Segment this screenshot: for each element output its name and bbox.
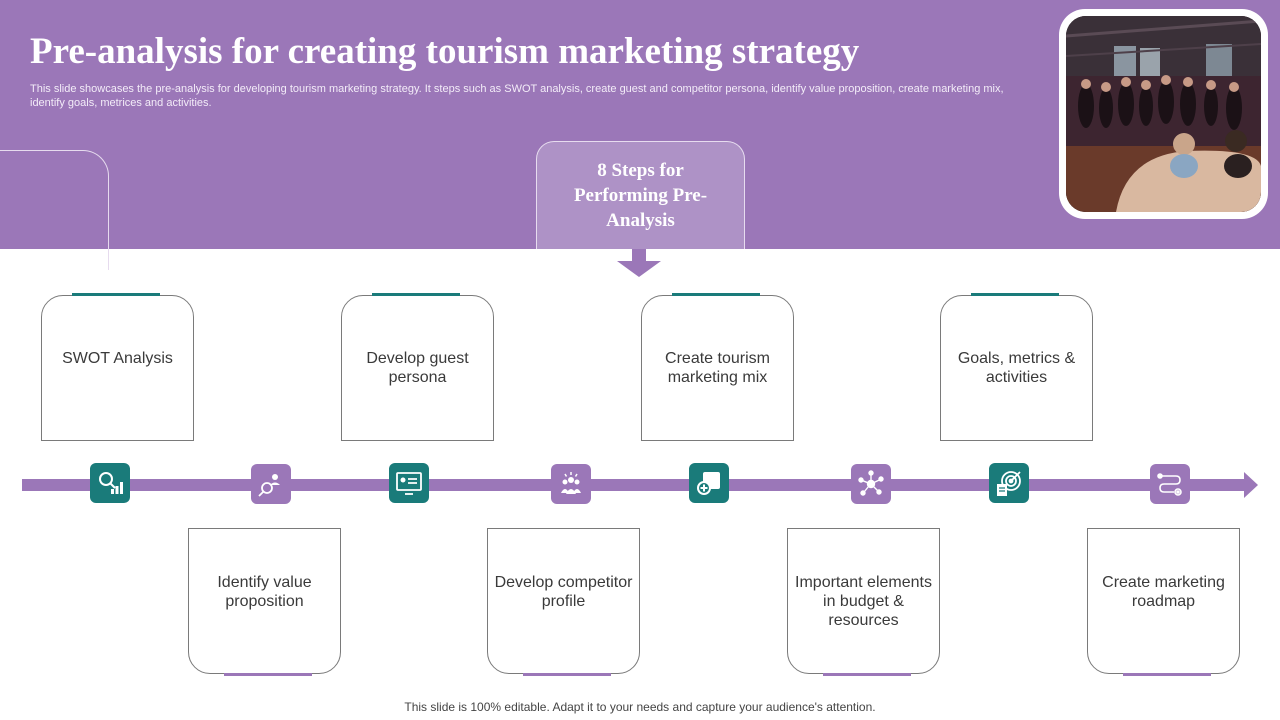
tourism-group-photo [1066,16,1261,212]
step-label: Identify value proposition [217,574,312,610]
card-accent [971,293,1059,296]
step-card-roadmap: Create marketing roadmap [1087,528,1240,674]
step-card-budget: Important elements in budget & resources [787,528,940,674]
card-accent [1123,673,1211,676]
step-label: Create marketing roadmap [1102,574,1225,610]
step-card-competitor-profile: Develop competitor profile [487,528,640,674]
slide-subtitle: This slide showcases the pre-analysis fo… [30,83,1004,109]
slide-title: Pre-analysis for creating tourism market… [30,31,860,72]
step-label: Important elements in budget & resources [795,574,932,629]
profile-card-icon [389,463,429,503]
step-card-swot: SWOT Analysis [41,295,194,441]
photo-frame [1059,9,1268,219]
card-accent [72,293,160,296]
card-accent [372,293,460,296]
decorative-arc [0,150,109,270]
step-card-goals: Goals, metrics & activities [940,295,1093,441]
step-label: Develop guest persona [366,350,469,386]
card-accent [823,673,911,676]
network-nodes-icon [851,464,891,504]
step-label: Create tourism marketing mix [665,350,770,386]
card-accent [224,673,312,676]
team-group-icon [551,464,591,504]
step-card-value-proposition: Identify value proposition [188,528,341,674]
step-card-marketing-mix: Create tourism marketing mix [641,295,794,441]
target-report-icon [989,463,1029,503]
swot-chart-icon [90,463,130,503]
add-square-icon [689,463,729,503]
roadmap-path-icon [1150,464,1190,504]
step-label: Develop competitor profile [494,574,633,610]
center-steps-label: 8 Steps for Performing Pre-Analysis [573,160,708,231]
down-arrow-icon [617,249,661,277]
footer-note: This slide is 100% editable. Adapt it to… [404,700,876,714]
person-search-icon [251,464,291,504]
card-accent [523,673,611,676]
center-steps-box: 8 Steps for Performing Pre-Analysis [536,141,745,249]
card-accent [672,293,760,296]
step-card-guest-persona: Develop guest persona [341,295,494,441]
step-label: Goals, metrics & activities [957,350,1076,386]
step-label: SWOT Analysis [62,350,173,367]
timeline-arrow [22,472,1258,498]
